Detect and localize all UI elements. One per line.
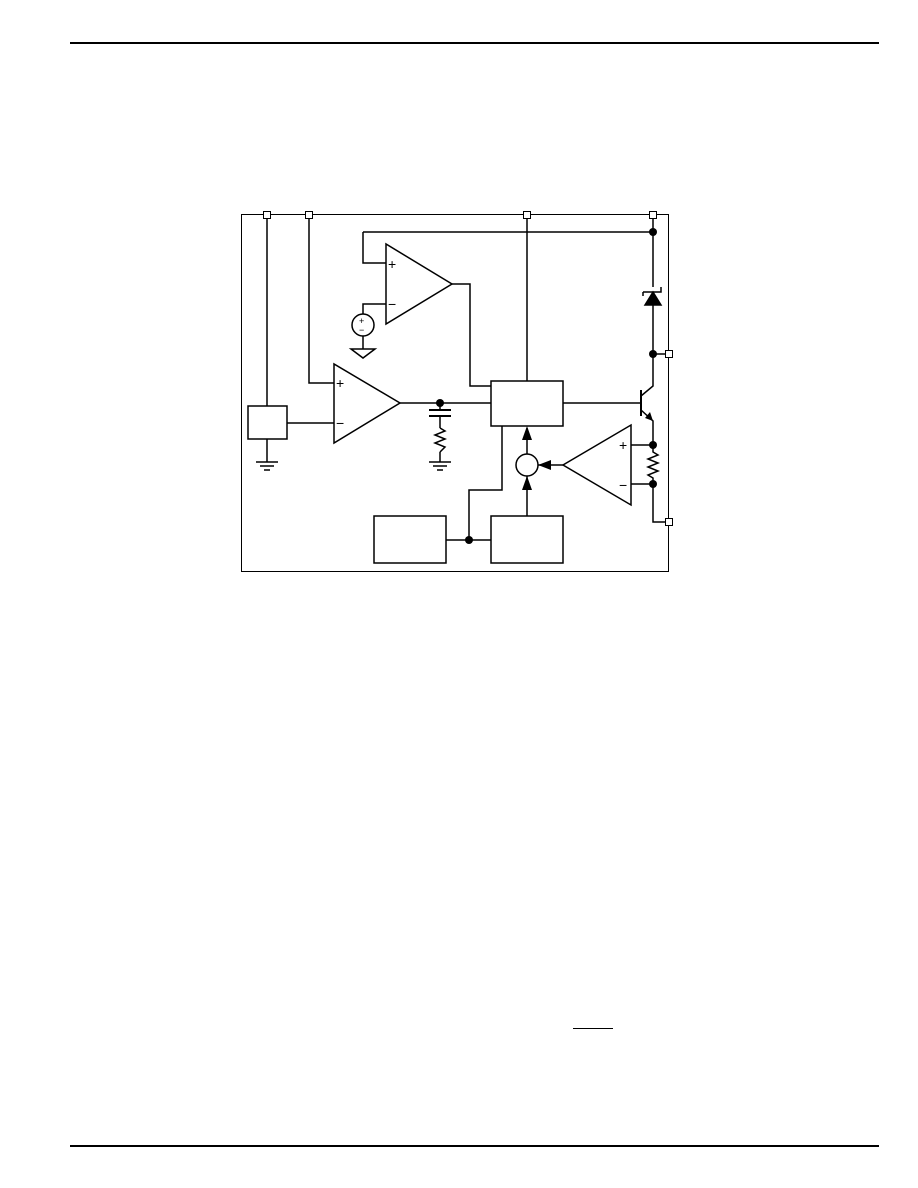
package-outline: [241, 214, 669, 572]
pin-4: [649, 211, 657, 219]
overline-mark: [573, 1028, 613, 1029]
pin-6: [665, 518, 673, 526]
wiring: [266, 218, 666, 541]
transistor-icon: [640, 390, 653, 421]
oscillator-block: [373, 515, 447, 564]
comparator-plus-sign: +: [388, 256, 396, 272]
sense-amp-plus-sign: +: [619, 437, 627, 453]
error-amp: + −: [333, 362, 402, 445]
source-minus-sign: −: [359, 325, 364, 335]
summing-node: [515, 453, 539, 477]
logic-block: [490, 380, 564, 427]
zener-diode-icon: [642, 287, 663, 306]
resistor-icon: [432, 427, 448, 453]
error-amp-minus-sign: −: [336, 415, 344, 431]
comparator-amp: + −: [385, 242, 454, 326]
pin-3: [523, 211, 531, 219]
current-sense-amp: + −: [561, 423, 632, 507]
ground-icon: [256, 461, 278, 471]
comparator-minus-sign: −: [388, 296, 396, 312]
footer-rule: [70, 1145, 879, 1147]
ramp-block: [490, 515, 564, 564]
source-plus-sign: +: [359, 316, 364, 326]
reference-source: + −: [351, 313, 375, 337]
pin-5: [665, 350, 673, 358]
pin-1: [263, 211, 271, 219]
arrow-icon: [522, 426, 551, 490]
ground-icon: [429, 461, 451, 471]
header-rule: [70, 42, 879, 44]
sense-amp-minus-sign: −: [619, 477, 627, 493]
sense-resistor-icon: [645, 445, 661, 484]
ground-triangle-icon: [348, 348, 378, 359]
capacitor-icon: [429, 409, 451, 417]
error-amp-plus-sign: +: [336, 375, 344, 391]
input-block: [247, 405, 288, 440]
pins: [263, 211, 673, 526]
pin-2: [305, 211, 313, 219]
